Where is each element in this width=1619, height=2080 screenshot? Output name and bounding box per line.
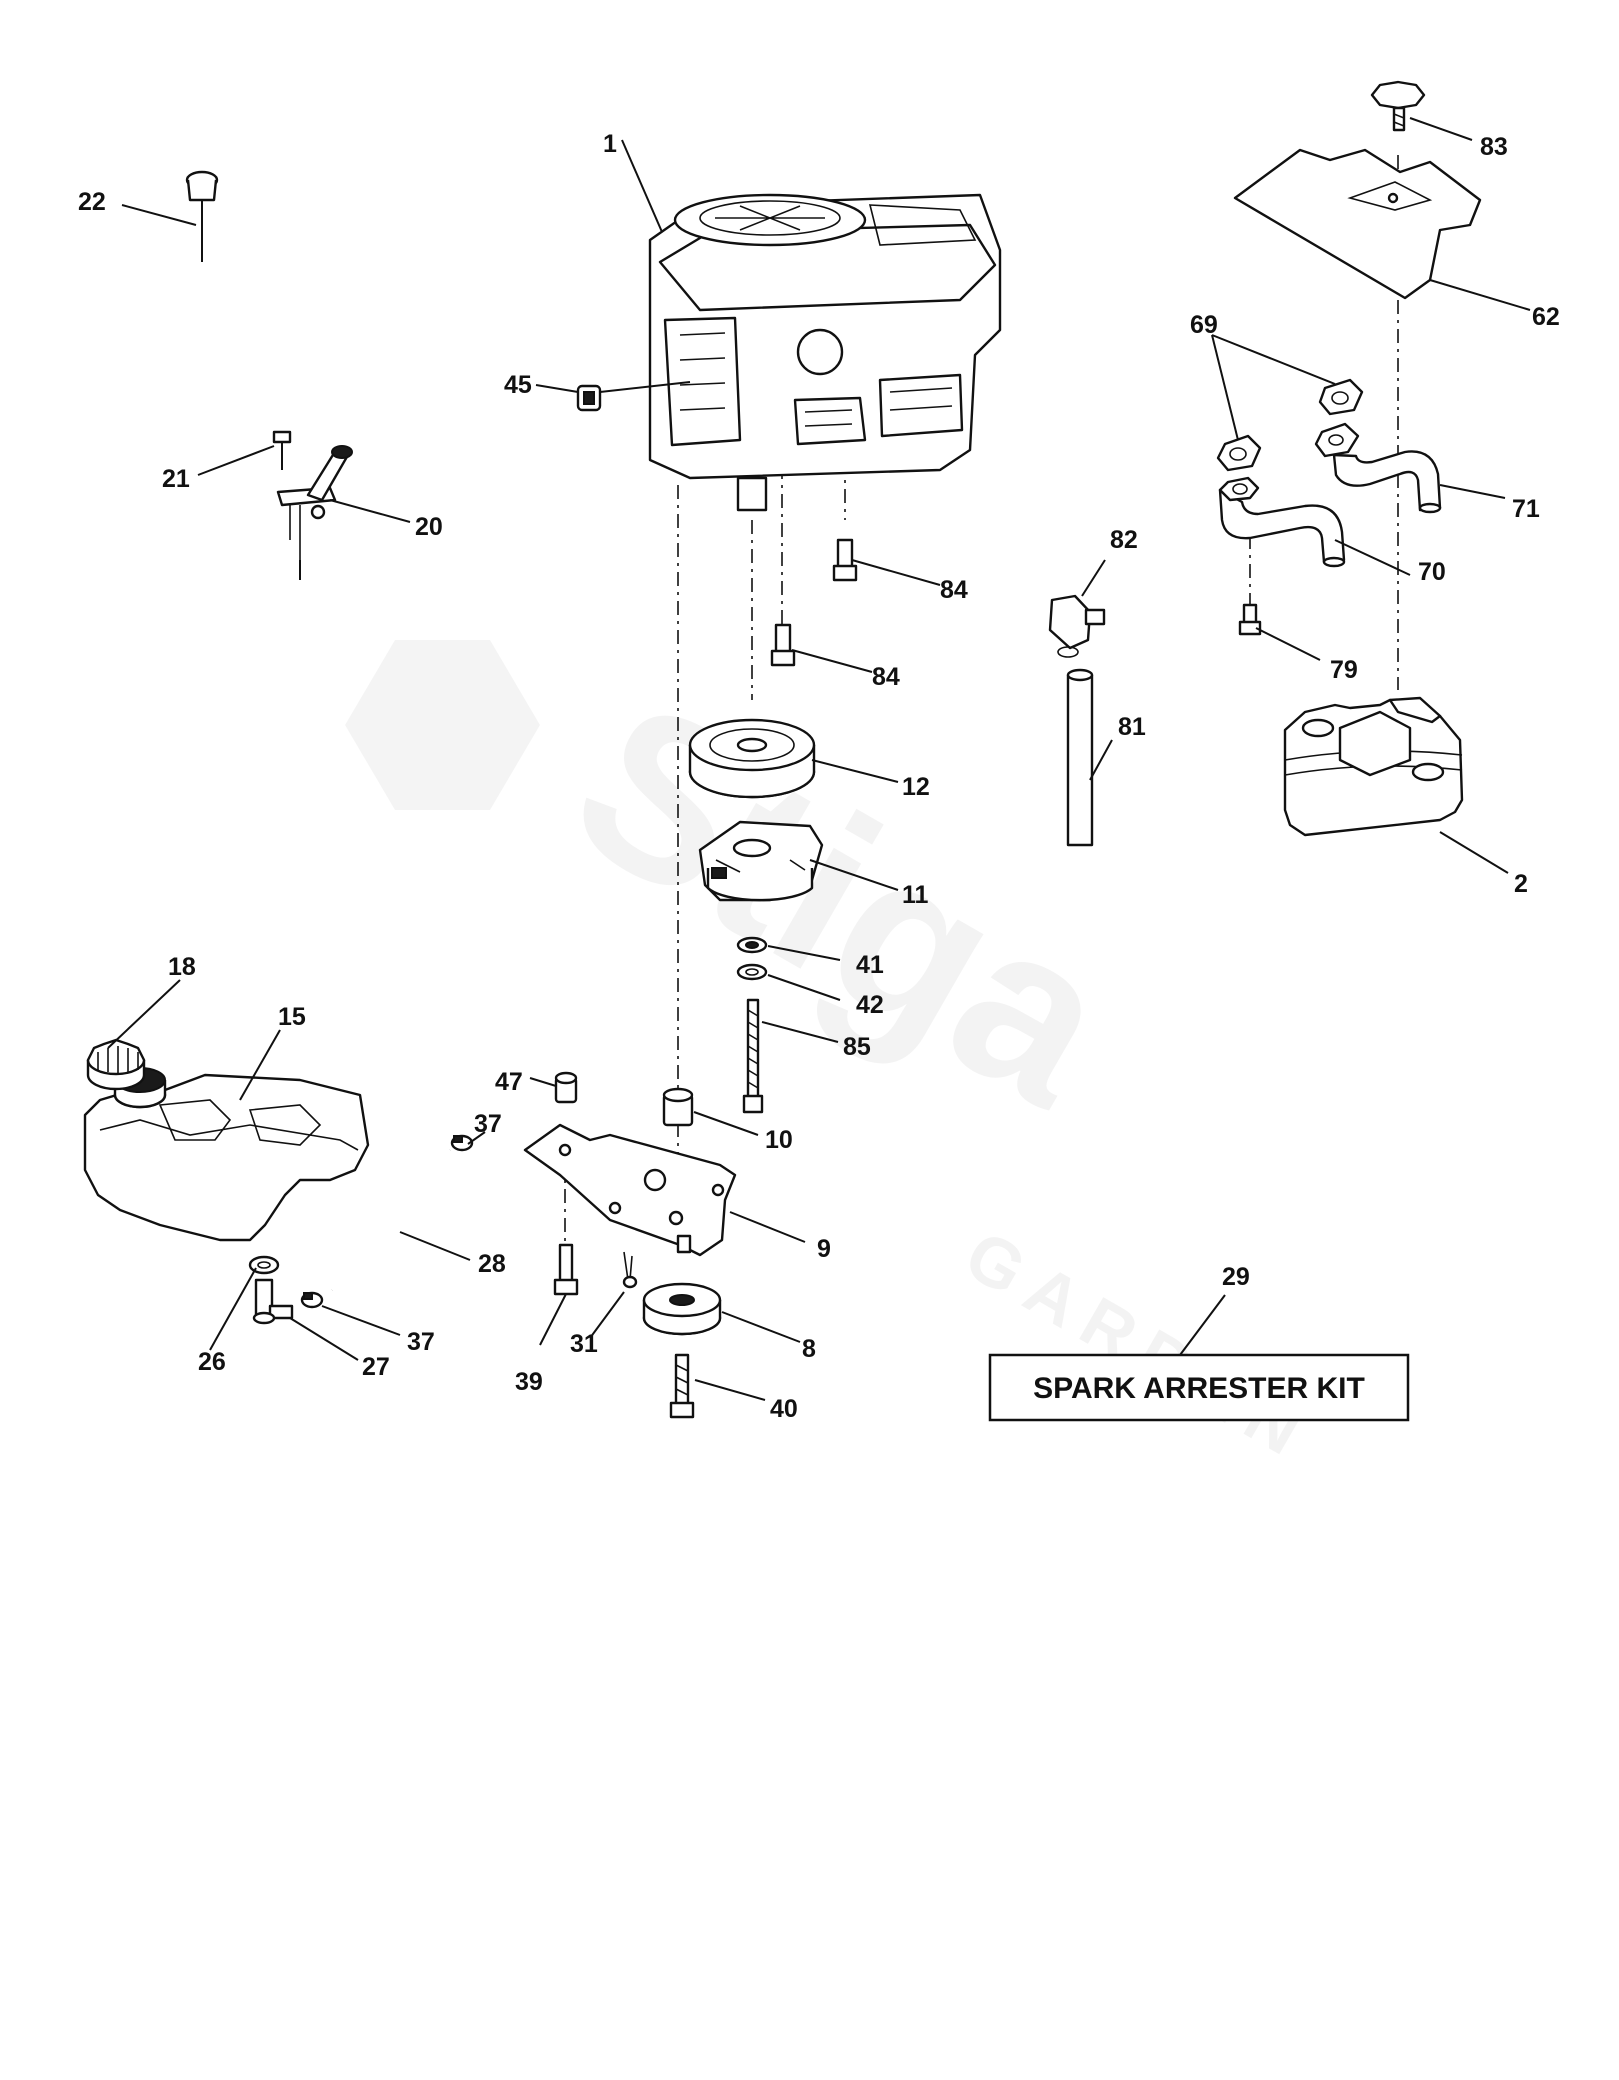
callout-22: 22 — [78, 188, 106, 216]
callout-45: 45 — [504, 371, 532, 399]
callout-26: 26 — [198, 1348, 226, 1376]
hose-clamps — [300, 1134, 474, 1309]
callout-21: 21 — [162, 465, 190, 493]
exhaust-pipes — [1216, 378, 1442, 568]
dipstick-knob — [185, 170, 219, 262]
callout-28: 28 — [478, 1250, 506, 1278]
callout-39: 39 — [515, 1368, 543, 1396]
callout-41: 41 — [856, 951, 884, 979]
watermark-brand: Stiga — [536, 650, 1153, 1155]
callout-9: 9 — [817, 1235, 831, 1263]
callout-8: 8 — [802, 1335, 816, 1363]
throttle-control — [272, 430, 353, 580]
breather-tube — [1048, 594, 1106, 847]
watermark-sub: GARDEN — [953, 1215, 1327, 1476]
callout-84a: 84 — [940, 576, 968, 604]
callout-20: 20 — [415, 513, 443, 541]
fuel-hose — [330, 1148, 452, 1292]
callout-42: 42 — [856, 991, 884, 1019]
callouts: 1 22 45 21 20 84 84 12 11 41 42 85 10 47… — [78, 130, 1560, 1423]
washers — [736, 936, 768, 981]
callout-37b: 37 — [407, 1328, 435, 1356]
callout-10: 10 — [765, 1126, 793, 1154]
engine-bolts — [770, 538, 858, 667]
callout-62: 62 — [1532, 303, 1560, 331]
idler-bracket — [523, 1123, 737, 1257]
callout-81: 81 — [1118, 713, 1146, 741]
callout-70: 70 — [1418, 558, 1446, 586]
spark-arrester-kit-label: SPARK ARRESTER KIT — [1033, 1372, 1365, 1405]
callout-83: 83 — [1480, 133, 1508, 161]
callout-47: 47 — [495, 1068, 523, 1096]
callout-79: 79 — [1330, 656, 1358, 684]
spark-arrester-kit-box — [988, 1353, 1410, 1422]
callout-84b: 84 — [872, 663, 900, 691]
engine-plug — [576, 384, 602, 412]
idler-pulley — [642, 1282, 722, 1336]
callout-31: 31 — [570, 1330, 598, 1358]
clutch-bolt — [742, 998, 764, 1114]
fuel-outlet — [248, 1255, 294, 1325]
leader-lines — [107, 117, 1531, 1401]
callout-82: 82 — [1110, 526, 1138, 554]
exhaust-screw — [1238, 603, 1262, 636]
watermark-logo-icon — [345, 640, 540, 810]
fuel-tank — [83, 1067, 370, 1242]
callout-15: 15 — [278, 1003, 306, 1031]
callout-71: 71 — [1512, 495, 1540, 523]
callout-18: 18 — [168, 953, 196, 981]
callout-12: 12 — [902, 773, 930, 801]
pulley — [688, 718, 816, 799]
callout-29: 29 — [1222, 1263, 1250, 1291]
heat-shield — [1233, 148, 1482, 300]
fuel-cap — [86, 1038, 146, 1091]
callout-1: 1 — [603, 130, 617, 158]
callout-37a: 37 — [474, 1110, 502, 1138]
callout-40: 40 — [770, 1395, 798, 1423]
callout-11: 11 — [902, 881, 929, 909]
cotter-pin — [622, 1251, 638, 1289]
callout-69: 69 — [1190, 311, 1218, 339]
bushing — [554, 1071, 578, 1104]
callout-2: 2 — [1514, 870, 1528, 898]
callout-27: 27 — [362, 1353, 390, 1381]
engine — [648, 193, 1002, 512]
spark-arrester-kit: SPARK ARRESTER KIT — [988, 1353, 1410, 1422]
spacer — [662, 1087, 694, 1127]
muffler — [1283, 696, 1464, 837]
electric-clutch — [698, 820, 824, 902]
heat-shield-knob — [1370, 80, 1426, 132]
bracket-bolt — [553, 1243, 579, 1296]
callout-85: 85 — [843, 1033, 871, 1061]
idler-bolt — [669, 1353, 695, 1419]
